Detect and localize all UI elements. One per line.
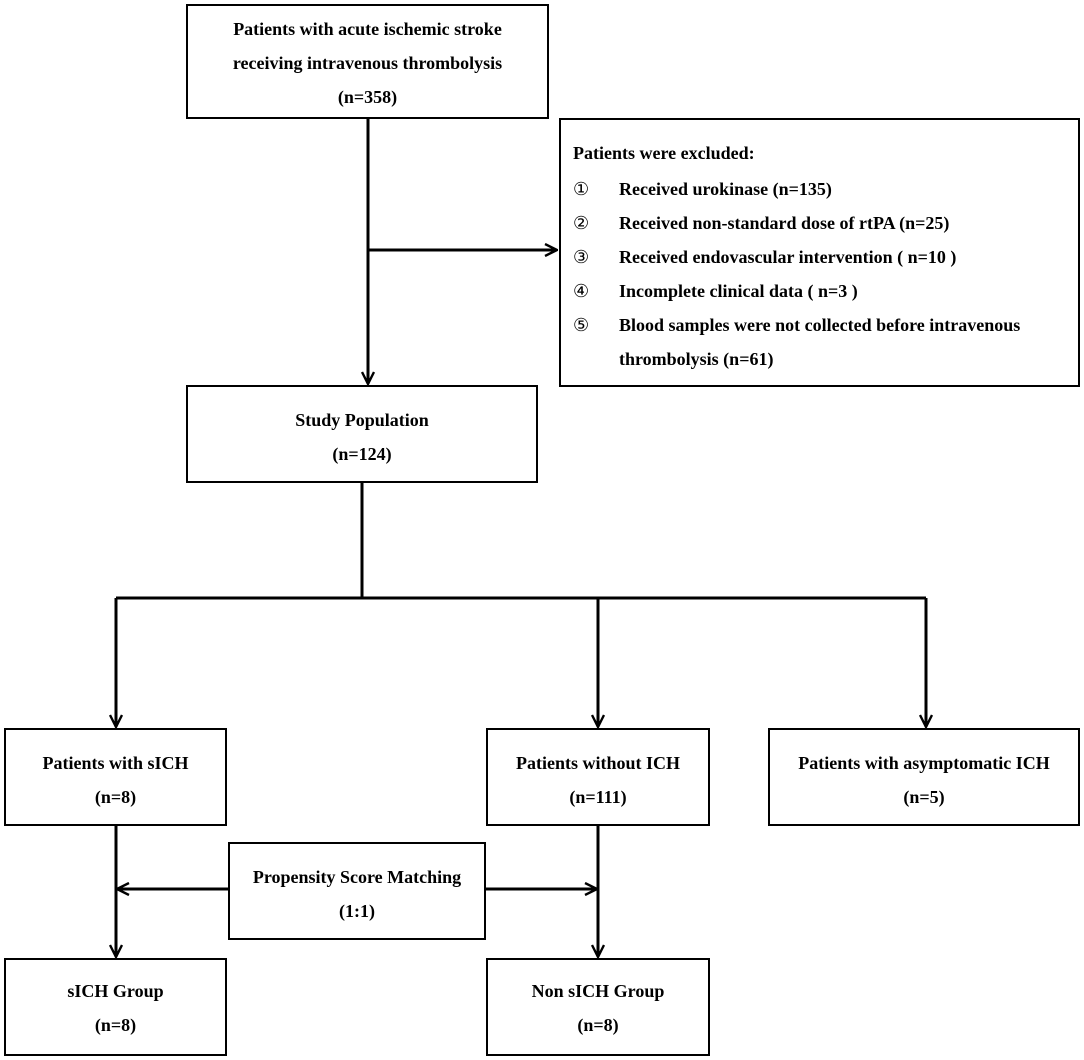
sich-group-box: sICH Group (n=8) — [4, 958, 227, 1056]
propensity-score-matching-box: Propensity Score Matching (1:1) — [228, 842, 486, 940]
asymptomatic-ich-title: Patients with asymptomatic ICH — [798, 753, 1050, 773]
exclusion-item-number: ⑤ — [573, 315, 590, 336]
initial-population-box: Patients with acute ischemic stroke rece… — [186, 4, 549, 119]
asymptomatic-ich-box: Patients with asymptomatic ICH (n=5) — [768, 728, 1080, 826]
exclusion-item-number: ④ — [573, 281, 590, 302]
exclusion-item-text: Received urokinase (n=135) — [619, 179, 832, 199]
exclusion-item-text: Received endovascular intervention ( n=1… — [619, 247, 957, 267]
non-sich-group-count: (n=8) — [577, 1015, 619, 1035]
exclusion-item-text: Received non-standard dose of rtPA (n=25… — [619, 213, 950, 233]
sich-patients-box: Patients with sICH (n=8) — [4, 728, 227, 826]
sich-patients-count: (n=8) — [94, 787, 137, 807]
exclusion-item: ① Received urokinase (n=135) — [573, 172, 832, 207]
exclusion-item-number: ③ — [573, 247, 590, 268]
sich-patients-title: Patients with sICH — [42, 753, 189, 773]
propensity-score-matching-ratio: (1:1) — [339, 901, 375, 921]
exclusion-item-text: Blood samples were not collected before … — [619, 315, 1021, 335]
non-sich-group-title: Non sICH Group — [531, 981, 665, 1001]
exclusion-item-continuation: thrombolysis (n=61) — [619, 349, 774, 369]
no-ich-patients-box: Patients without ICH (n=111) — [486, 728, 710, 826]
initial-population-line1: Patients with acute ischemic stroke — [233, 19, 502, 39]
study-population-title: Study Population — [295, 410, 429, 430]
initial-population-line2: receiving intravenous thrombolysis — [232, 53, 503, 73]
exclusion-item: ② Received non-standard dose of rtPA (n=2… — [573, 206, 949, 241]
sich-group-title: sICH Group — [67, 981, 164, 1001]
exclusion-item-number: ① — [573, 179, 590, 200]
no-ich-patients-count: (n=111) — [569, 787, 627, 807]
exclusion-item: ⑤ Blood samples were not collected before… — [573, 308, 1020, 343]
exclusion-box: Patients were excluded: ① Received urokin… — [559, 118, 1080, 387]
sich-group-count: (n=8) — [94, 1015, 137, 1035]
non-sich-group-box: Non sICH Group (n=8) — [486, 958, 710, 1056]
asymptomatic-ich-count: (n=5) — [903, 787, 945, 807]
exclusion-header: Patients were excluded: — [573, 143, 755, 163]
exclusion-item: ④ Incomplete clinical data ( n=3 ) — [573, 274, 858, 309]
propensity-score-matching-title: Propensity Score Matching — [252, 867, 462, 887]
no-ich-patients-title: Patients without ICH — [515, 753, 680, 773]
initial-population-count: (n=358) — [337, 87, 398, 107]
study-population-box: Study Population (n=124) — [186, 385, 538, 483]
exclusion-item: ③ Received endovascular intervention ( n=… — [573, 240, 956, 275]
exclusion-item-text: Incomplete clinical data ( n=3 ) — [619, 281, 858, 301]
study-population-count: (n=124) — [332, 444, 392, 464]
exclusion-item-number: ② — [573, 213, 590, 234]
